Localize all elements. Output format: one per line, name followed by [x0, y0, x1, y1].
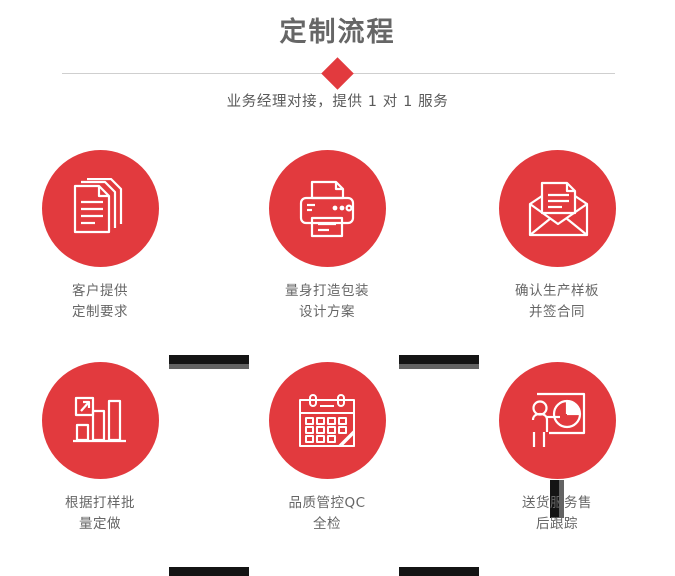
step-5-label: 品质管控QC 全检: [288, 495, 366, 532]
connector-4-5: [169, 567, 249, 576]
connector-1-2: [169, 355, 249, 364]
step-5-circle[interactable]: [268, 362, 386, 479]
step-2-circle[interactable]: [268, 150, 386, 267]
title-divider: [62, 57, 615, 90]
flow-step-6[interactable]: 送货服务售 后跟踪: [462, 362, 652, 535]
step-4-label: 根据打样批 量定做: [65, 495, 135, 532]
connector-5-6: [399, 567, 479, 576]
flow-step-5[interactable]: 品质管控QC 全检: [232, 362, 422, 535]
flow-step-2[interactable]: 量身打造包装 设计方案: [232, 150, 422, 323]
flow-step-1[interactable]: 客户提供 定制要求: [5, 150, 195, 323]
connector-3-6: [550, 480, 559, 518]
step-3-label: 确认生产样板 并签合同: [515, 283, 599, 320]
connector-2-3: [399, 355, 479, 364]
page-title: 定制流程: [279, 17, 396, 48]
step-6-circle[interactable]: [498, 362, 616, 479]
step-2-label: 量身打造包装 设计方案: [285, 283, 369, 320]
page-subtitle: 业务经理对接，提供 1 对 1 服务: [226, 94, 449, 110]
step-4-circle[interactable]: [41, 362, 159, 479]
flow-step-4[interactable]: 根据打样批 量定做: [5, 362, 195, 535]
diamond-icon: [321, 57, 354, 90]
step-6-label: 送货服务售 后跟踪: [522, 495, 592, 532]
flow-step-3[interactable]: 确认生产样板 并签合同: [462, 150, 652, 323]
step-1-label: 客户提供 定制要求: [72, 283, 128, 320]
process-flow: 客户提供 定制要求 量身打造包装 设计方案: [0, 150, 675, 576]
step-3-circle[interactable]: [498, 150, 616, 267]
step-1-circle[interactable]: [41, 150, 159, 267]
